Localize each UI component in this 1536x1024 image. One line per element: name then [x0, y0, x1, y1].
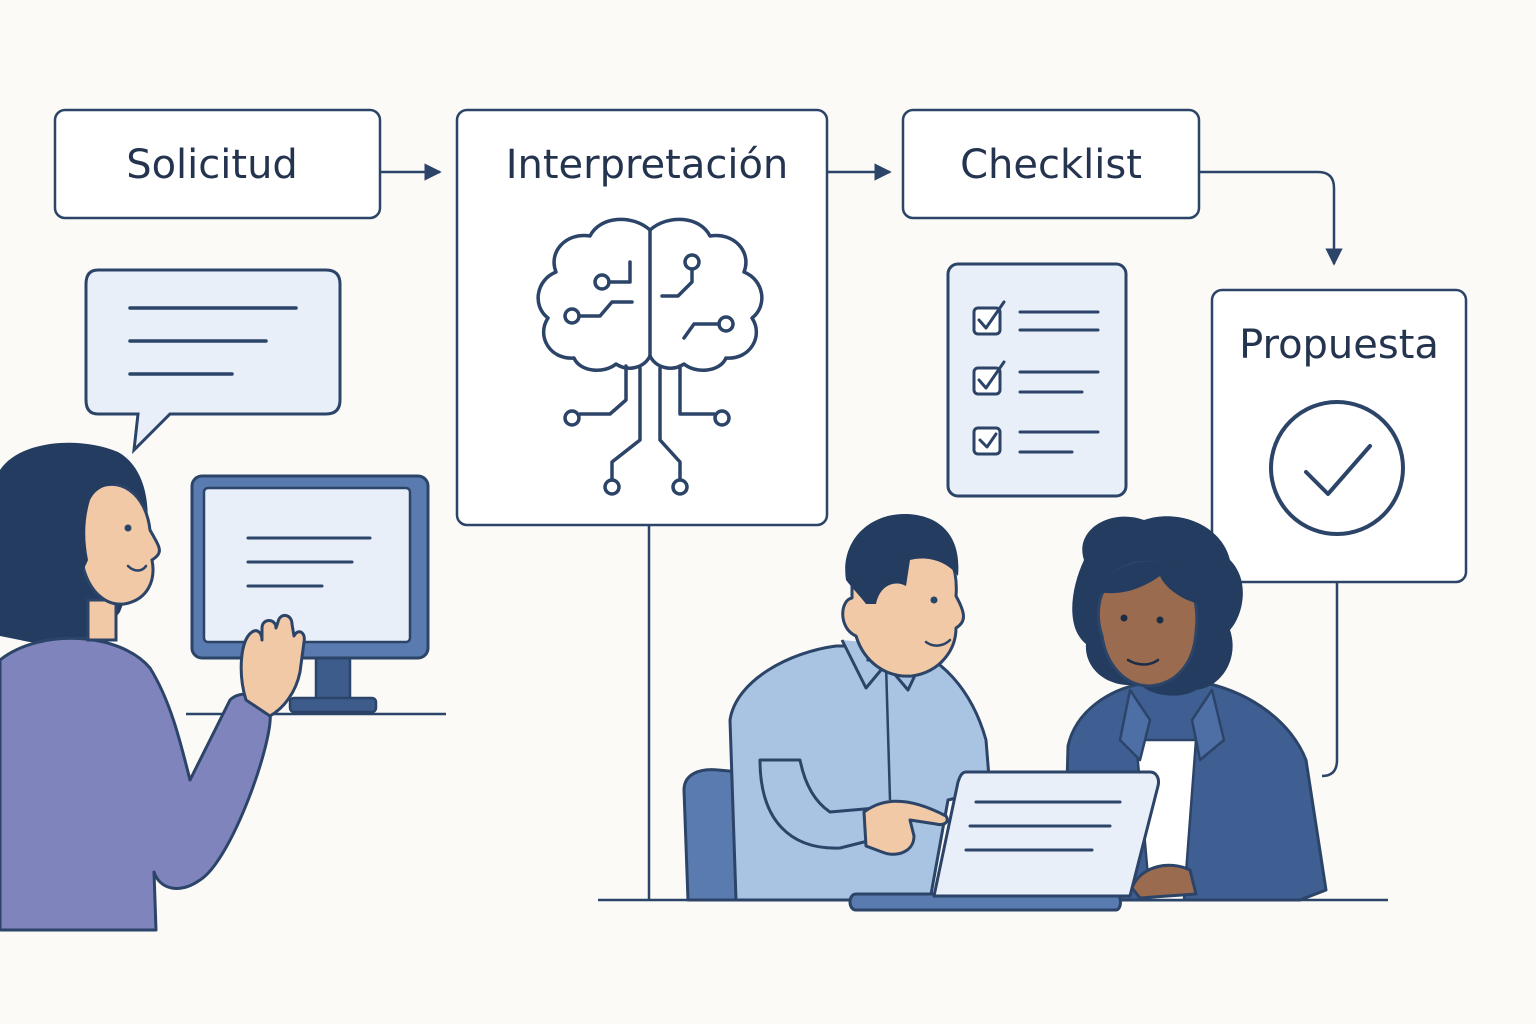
- step-interpretacion-label: Interpretación: [506, 142, 789, 188]
- woman-requester-illustration: [0, 442, 306, 932]
- step-propuesta-label: Propuesta: [1239, 322, 1439, 368]
- flow-connectors: [380, 163, 1343, 900]
- man-illustration: [728, 514, 992, 902]
- monitor-illustration: [190, 474, 430, 714]
- step-interpretacion: Interpretación: [455, 108, 829, 527]
- step-checklist-label: Checklist: [960, 142, 1142, 188]
- brain-circuit-icon: [536, 217, 764, 496]
- laptop-illustration: [848, 770, 1160, 912]
- step-propuesta: Propuesta: [1210, 288, 1468, 584]
- woman-colleague-illustration: [1062, 516, 1328, 902]
- arrow-checklist-to-propuesta: [1199, 170, 1343, 266]
- speech-bubble-icon: [84, 268, 342, 455]
- check-circle-icon: [1269, 400, 1405, 536]
- step-solicitud: Solicitud: [53, 108, 382, 220]
- step-solicitud-label: Solicitud: [126, 142, 298, 188]
- line-propuesta-to-team: [1321, 582, 1339, 778]
- step-checklist: Checklist: [901, 108, 1201, 220]
- checklist-clipboard-icon: [946, 262, 1128, 498]
